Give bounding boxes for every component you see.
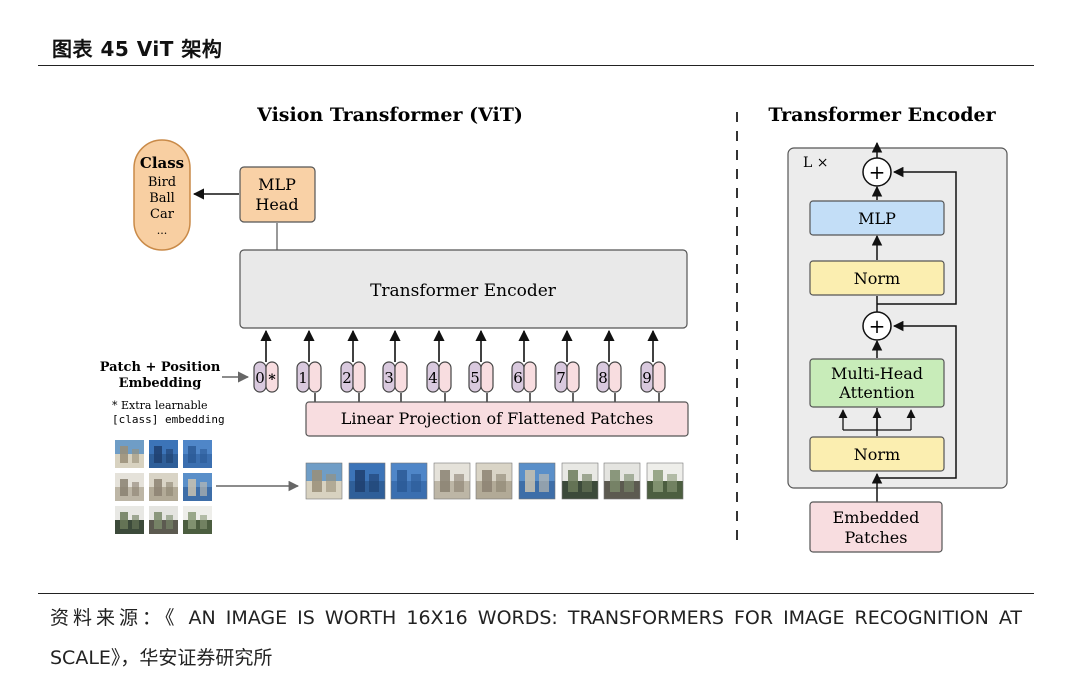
class-title: Class (140, 154, 184, 172)
mlp-label: MLP (858, 209, 896, 228)
figure-title: 图表 45 ViT 架构 (52, 37, 223, 61)
residual-connection (877, 166, 957, 305)
token-pair: 5 (468, 329, 494, 402)
patch-embedding (394, 361, 408, 393)
token-pair: 7 (554, 329, 580, 402)
image-patch-grid (115, 440, 212, 534)
position-index: 8 (598, 369, 608, 387)
vit-architecture-diagram: Vision Transformer (ViT) Class Bird Ball… (100, 104, 1008, 553)
transformer-encoder-label: Transformer Encoder (370, 281, 557, 301)
patch-sequence (305, 462, 684, 500)
embedded-patches-label: Embedded (833, 508, 920, 527)
class-item: ... (157, 224, 168, 237)
token-pair: 6 (511, 329, 537, 402)
token-pair: 4 (426, 329, 452, 402)
image-patch (390, 462, 428, 500)
position-index: 1 (298, 369, 308, 387)
grid-patch (149, 506, 178, 534)
position-index: 7 (556, 369, 566, 387)
grid-patch (183, 440, 212, 468)
position-index: 5 (470, 369, 480, 387)
patch-embedding (352, 361, 366, 393)
patch-embedding (480, 361, 494, 393)
norm-box: Norm (809, 260, 945, 296)
grid-patch (115, 506, 144, 534)
patch-embedding (308, 361, 322, 393)
class-output-box: Class Bird Ball Car ... (133, 139, 191, 251)
repeat-label: L × (803, 155, 828, 171)
encoder-detail-title: Transformer Encoder (768, 104, 996, 126)
position-index: 3 (384, 369, 394, 387)
token-pair: 3 (382, 329, 408, 402)
token-pair: 0* (253, 329, 279, 393)
token-pair: 9 (640, 329, 666, 402)
attention-label: Attention (838, 383, 914, 402)
position-index: 4 (428, 369, 438, 387)
norm-label: Norm (854, 269, 900, 288)
patch-embedding (265, 361, 279, 393)
transformer-encoder-box: Transformer Encoder (239, 249, 688, 329)
patch-embedding (438, 361, 452, 393)
grid-patch (183, 506, 212, 534)
extra-learnable-note: * Extra learnable (112, 399, 208, 412)
image-patch (348, 462, 386, 500)
class-item: Car (150, 207, 175, 222)
footer-divider (38, 593, 1034, 594)
image-patch (433, 462, 471, 500)
grid-patch (115, 440, 144, 468)
token-pair: 2 (340, 329, 366, 402)
image-patch (518, 462, 556, 500)
position-index: 6 (513, 369, 523, 387)
grid-patch (149, 473, 178, 501)
vit-title: Vision Transformer (ViT) (256, 104, 523, 126)
patch-embedding (652, 361, 666, 393)
image-patch (646, 462, 684, 500)
mlp-head-label: MLP (258, 175, 296, 194)
mlp-box: MLP (809, 200, 945, 236)
token-row: 0* 1 2 3 4 5 6 7 8 9 (253, 329, 666, 402)
position-index: 9 (642, 369, 652, 387)
class-item: Bird (148, 175, 176, 190)
patch-embedding (566, 361, 580, 393)
token-pair: 1 (296, 329, 322, 402)
plus-label: + (869, 314, 886, 338)
patch-embedding (608, 361, 622, 393)
embedded-patches-label: Patches (845, 528, 908, 547)
norm-label: Norm (854, 445, 900, 464)
add-node: + (862, 157, 892, 187)
image-patch (561, 462, 599, 500)
norm-box: Norm (809, 436, 945, 472)
source-note: 资料来源：《 AN IMAGE IS WORTH 16X16 WORDS: TR… (50, 607, 1022, 669)
attention-label: Multi-Head (831, 364, 923, 383)
linear-projection-box: Linear Projection of Flattened Patches (305, 401, 689, 437)
mlp-head-box: MLP Head (239, 166, 316, 223)
class-embedding-note: [class] embedding (112, 413, 225, 426)
add-node: + (862, 311, 892, 341)
position-index: 2 (342, 369, 352, 387)
grid-patch (115, 473, 144, 501)
image-patch (603, 462, 641, 500)
patch-embedding (523, 361, 537, 393)
token-pair: 8 (596, 329, 622, 402)
grid-patch (149, 440, 178, 468)
patch-position-label: Patch + Position (100, 360, 221, 375)
residual-connection (877, 320, 957, 479)
class-token-marker: * (268, 372, 276, 388)
mlp-head-label: Head (255, 195, 298, 214)
image-patch (305, 462, 343, 500)
figure-header: 图表 45 ViT 架构 (38, 30, 1034, 66)
plus-label: + (869, 160, 886, 184)
multi-head-attention-box: Multi-Head Attention (809, 358, 945, 408)
linear-projection-label: Linear Projection of Flattened Patches (341, 409, 654, 428)
patch-position-label: Embedding (119, 376, 202, 391)
grid-patch (183, 473, 212, 501)
position-index: 0 (255, 369, 265, 387)
class-item: Ball (149, 191, 175, 206)
embedded-patches-box: Embedded Patches (809, 501, 943, 553)
image-patch (475, 462, 513, 500)
